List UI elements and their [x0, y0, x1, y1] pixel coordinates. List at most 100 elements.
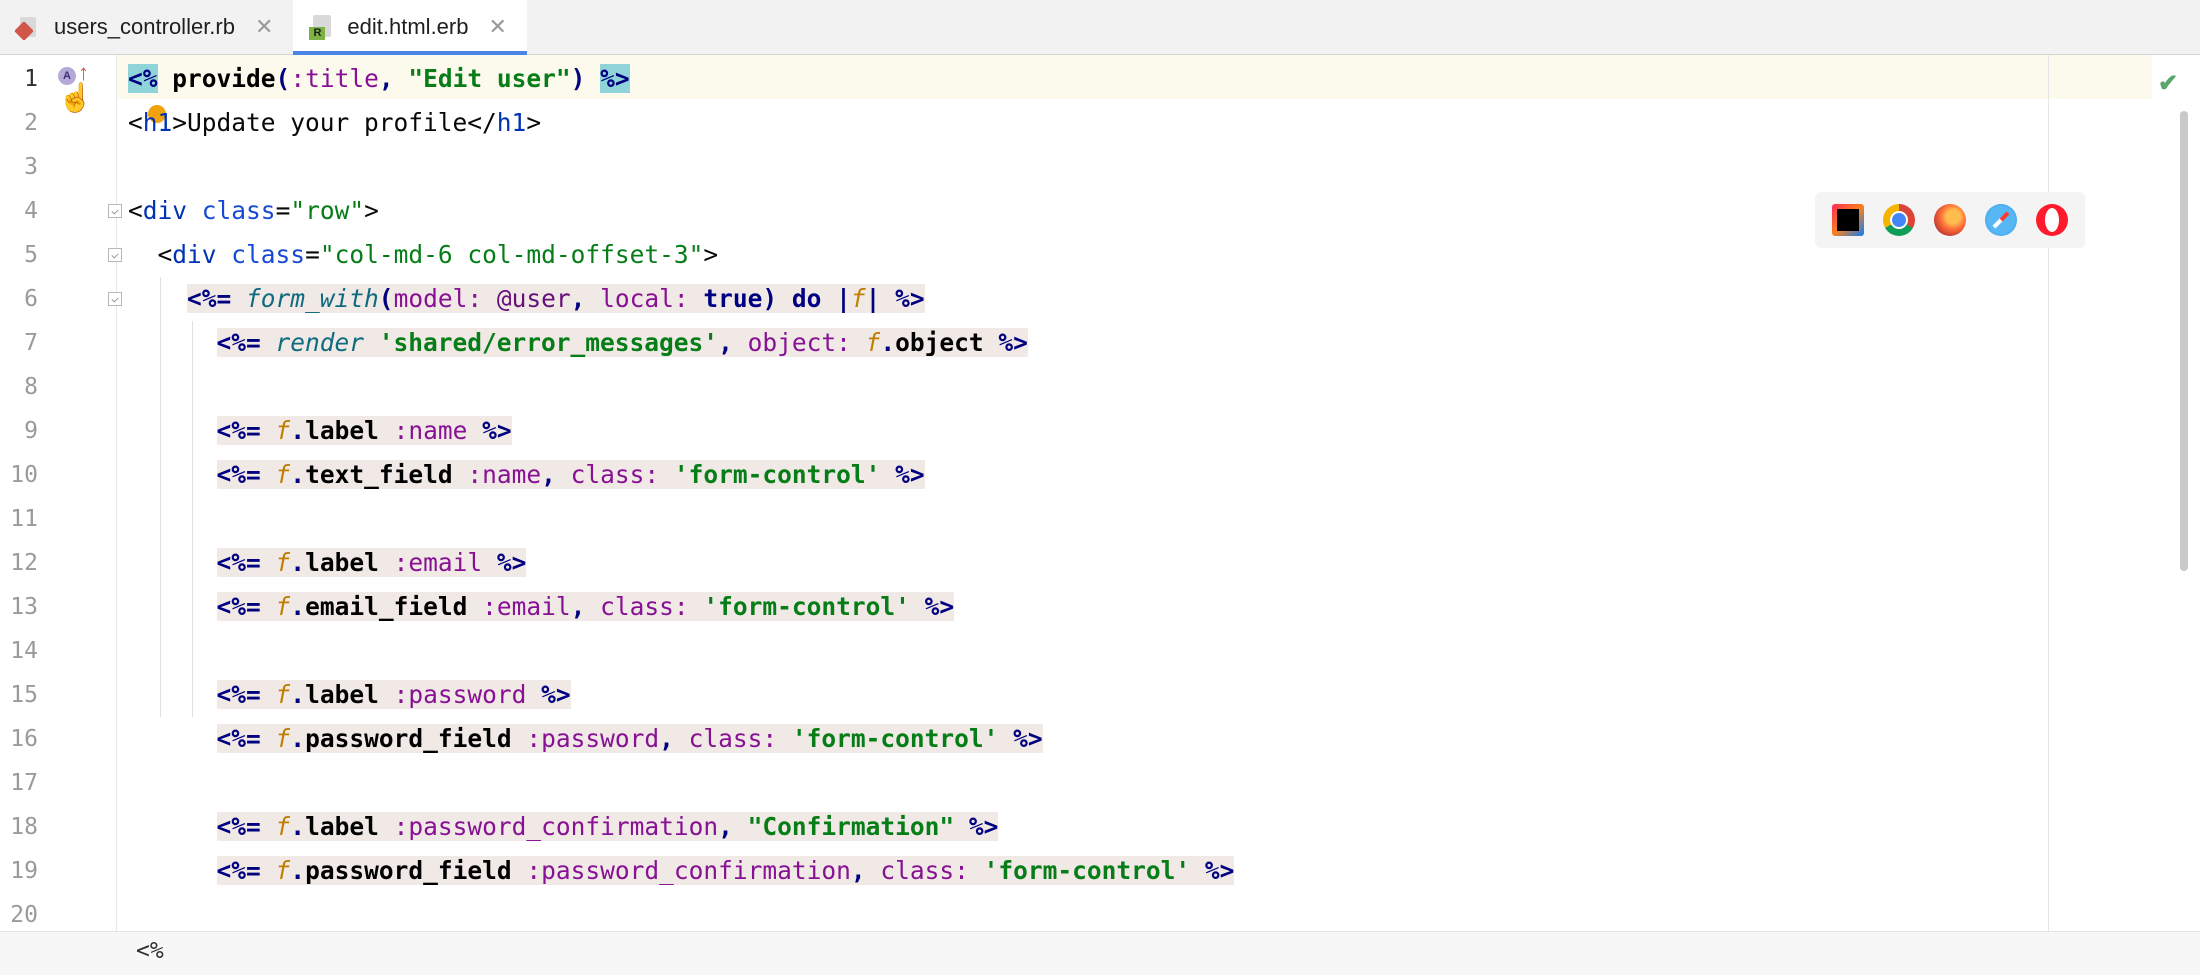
code-token: [217, 240, 232, 269]
code-token: ,: [850, 856, 881, 885]
code-token: ,: [718, 328, 748, 357]
code-line[interactable]: <h1>Update your profile</h1>: [128, 101, 541, 145]
intention-bulb-icon[interactable]: [148, 105, 166, 123]
line-number[interactable]: 20: [10, 902, 38, 928]
code-token: [128, 548, 217, 577]
code-token: ,: [570, 284, 601, 313]
chrome-icon[interactable]: [1883, 204, 1916, 236]
code-text-area[interactable]: <% provide(:title, "Edit user") %><h1>Up…: [128, 55, 2048, 931]
code-line[interactable]: <%= render 'shared/error_messages', obje…: [128, 321, 1028, 365]
code-token: f: [275, 856, 291, 885]
line-number[interactable]: 10: [10, 462, 38, 488]
line-number[interactable]: 4: [24, 198, 38, 224]
right-margin-guide: [2048, 55, 2049, 931]
code-line[interactable]: <%= f.email_field :email, class: 'form-c…: [128, 585, 955, 629]
line-number[interactable]: 17: [10, 770, 38, 796]
code-token: 'form-control': [983, 856, 1191, 885]
code-line[interactable]: <%= f.password_field :password_confirmat…: [128, 849, 1235, 893]
code-token: div: [172, 240, 217, 269]
line-number[interactable]: 13: [10, 594, 38, 620]
code-token: >Update your profile</: [172, 108, 497, 137]
opera-icon[interactable]: [2035, 204, 2068, 236]
fold-marker-icon[interactable]: [108, 204, 122, 218]
line-number[interactable]: 11: [10, 506, 38, 532]
line-number[interactable]: 12: [10, 550, 38, 576]
code-line[interactable]: <%= form_with(model: @user, local: true)…: [128, 277, 925, 321]
code-token: <%: [128, 64, 158, 93]
code-token: <%=: [216, 680, 276, 709]
code-token: ): [570, 64, 586, 93]
code-token: <%=: [216, 724, 276, 753]
code-token: label: [305, 416, 394, 445]
indent-guide: [192, 321, 193, 717]
implementation-arrow-icon[interactable]: ↑: [78, 60, 89, 85]
code-token: (: [275, 64, 291, 93]
safari-icon[interactable]: [1984, 204, 2017, 236]
line-number[interactable]: 3: [24, 154, 38, 180]
code-token: 'form-control': [703, 592, 910, 621]
close-icon[interactable]: ✕: [254, 14, 274, 39]
line-number[interactable]: 5: [24, 242, 38, 268]
code-token: 'form-control': [673, 460, 881, 489]
code-line[interactable]: <div class="col-md-6 col-md-offset-3">: [128, 233, 719, 277]
code-token: .: [290, 680, 306, 709]
breadcrumb-item[interactable]: <%: [136, 938, 164, 964]
inspection-ok-icon[interactable]: ✔: [2158, 70, 2179, 97]
code-token: [128, 328, 217, 357]
code-token: %>: [954, 812, 999, 841]
line-number[interactable]: 1: [24, 66, 38, 92]
line-number[interactable]: 9: [24, 418, 38, 444]
code-token: :name: [393, 416, 483, 445]
code-token: class:: [600, 592, 704, 621]
line-number[interactable]: 6: [24, 286, 38, 312]
code-token: "col-md-6 col-md-offset-3": [319, 240, 704, 269]
code-token: f: [850, 284, 866, 313]
code-token: 'form-control': [791, 724, 999, 753]
code-token: :name: [467, 460, 542, 489]
code-token: label: [305, 548, 394, 577]
code-line[interactable]: <%= f.text_field :name, class: 'form-con…: [128, 453, 925, 497]
code-line[interactable]: <%= f.label :name %>: [128, 409, 512, 453]
fold-marker-icon[interactable]: [108, 248, 122, 262]
intellij-icon[interactable]: [1832, 204, 1865, 236]
line-number[interactable]: 16: [10, 726, 38, 752]
code-token: :password: [393, 680, 542, 709]
line-number[interactable]: 15: [10, 682, 38, 708]
firefox-icon[interactable]: [1933, 204, 1966, 236]
tab-edit-html-erb[interactable]: edit.html.erb ✕: [293, 0, 527, 55]
scrollbar-thumb[interactable]: [2180, 111, 2188, 571]
line-number[interactable]: 8: [24, 374, 38, 400]
close-icon[interactable]: ✕: [488, 14, 507, 39]
code-token: [187, 196, 202, 225]
code-token: f: [865, 328, 881, 357]
hand-cursor-icon: ☝: [58, 82, 93, 113]
line-number[interactable]: 18: [10, 814, 38, 840]
code-line[interactable]: <%= f.label :password %>: [128, 673, 571, 717]
fold-marker-icon[interactable]: [108, 292, 122, 306]
code-token: f: [275, 724, 291, 753]
code-token: %>: [496, 548, 527, 577]
code-token: [128, 856, 217, 885]
code-line[interactable]: <%= f.label :email %>: [128, 541, 527, 585]
tab-users-controller[interactable]: users_controller.rb ✕: [0, 0, 293, 54]
gutter-annotation-icon[interactable]: A: [58, 67, 76, 85]
code-token: <%=: [216, 592, 276, 621]
line-number[interactable]: 2: [24, 110, 38, 136]
code-token: [128, 680, 217, 709]
code-token: <%=: [216, 856, 276, 885]
line-number[interactable]: 14: [10, 638, 38, 664]
code-token: f: [275, 460, 291, 489]
code-line[interactable]: <% provide(:title, "Edit user") %>: [128, 57, 630, 101]
erb-file-icon: [309, 14, 335, 40]
code-line[interactable]: <%= f.label :password_confirmation, "Con…: [128, 805, 999, 849]
line-number[interactable]: 19: [10, 858, 38, 884]
code-line[interactable]: <div class="row">: [128, 189, 379, 233]
code-token: >: [526, 108, 542, 137]
code-token: f: [275, 416, 291, 445]
code-line[interactable]: <%= f.password_field :password, class: '…: [128, 717, 1043, 761]
code-token: <%=: [216, 812, 276, 841]
line-number[interactable]: 7: [24, 330, 38, 356]
code-token: "Edit user": [408, 64, 571, 93]
